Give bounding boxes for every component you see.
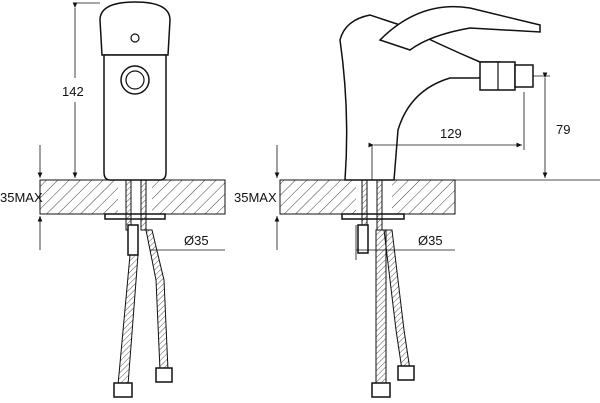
supply-hoses bbox=[357, 179, 415, 398]
supply-hoses bbox=[113, 179, 173, 398]
mounting-plate bbox=[104, 213, 166, 220]
faucet-body bbox=[339, 5, 541, 181]
front-view: 142 35MAX Ø35 bbox=[0, 1, 226, 398]
front-hole-diameter-label: Ø35 bbox=[184, 233, 209, 248]
side-reach-label: 129 bbox=[440, 126, 462, 141]
side-height-label: 79 bbox=[556, 122, 570, 137]
side-max-thickness-label: 35MAX bbox=[234, 190, 277, 205]
front-height-label: 142 bbox=[62, 84, 84, 99]
front-max-thickness-label: 35MAX bbox=[0, 190, 43, 205]
side-view: 129 79 35MAX Ø35 bbox=[234, 5, 600, 398]
faucet-body bbox=[99, 1, 171, 181]
side-hole-diameter-label: Ø35 bbox=[418, 233, 443, 248]
mounting-plate bbox=[341, 213, 405, 220]
